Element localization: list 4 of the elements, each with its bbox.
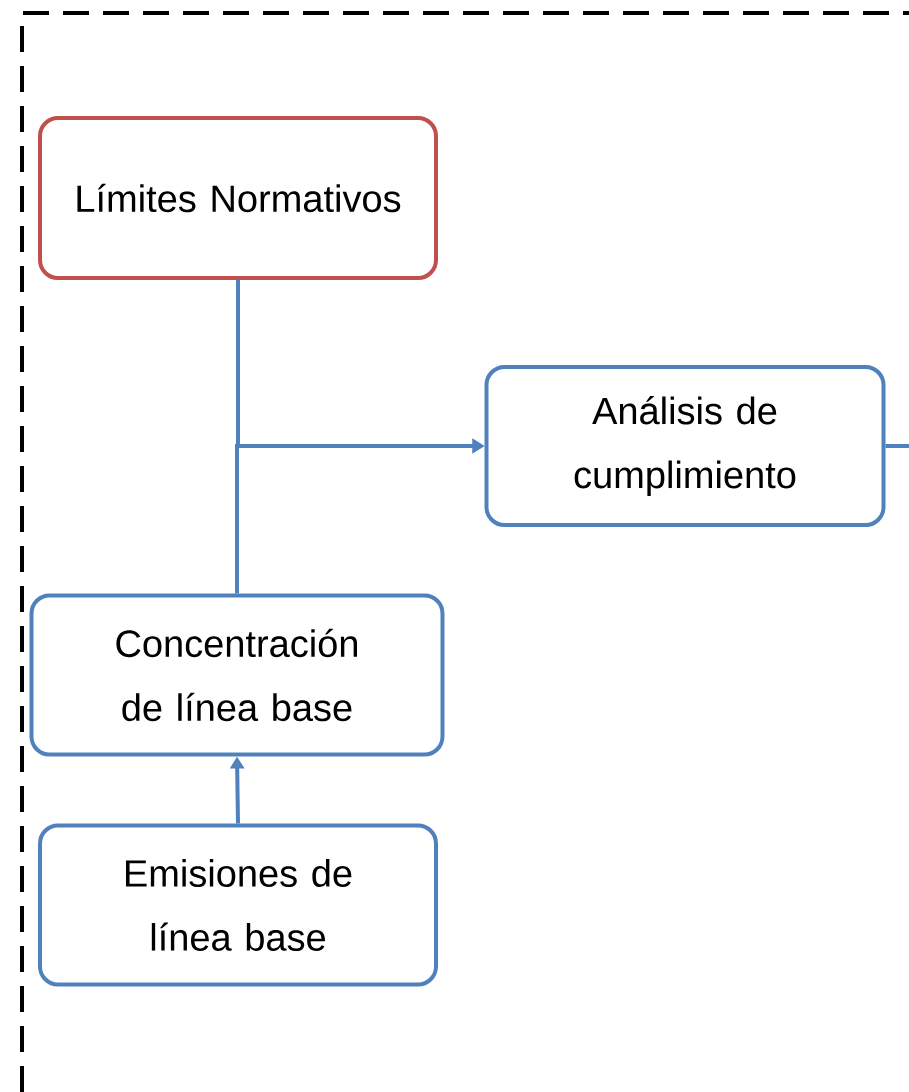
process-box: Análisis de cumplimiento <box>484 365 886 527</box>
process-box: Emisiones de línea base <box>38 823 438 987</box>
process-box: Límites Normativos <box>38 116 438 280</box>
process-box: Concentración de línea base <box>29 593 445 757</box>
